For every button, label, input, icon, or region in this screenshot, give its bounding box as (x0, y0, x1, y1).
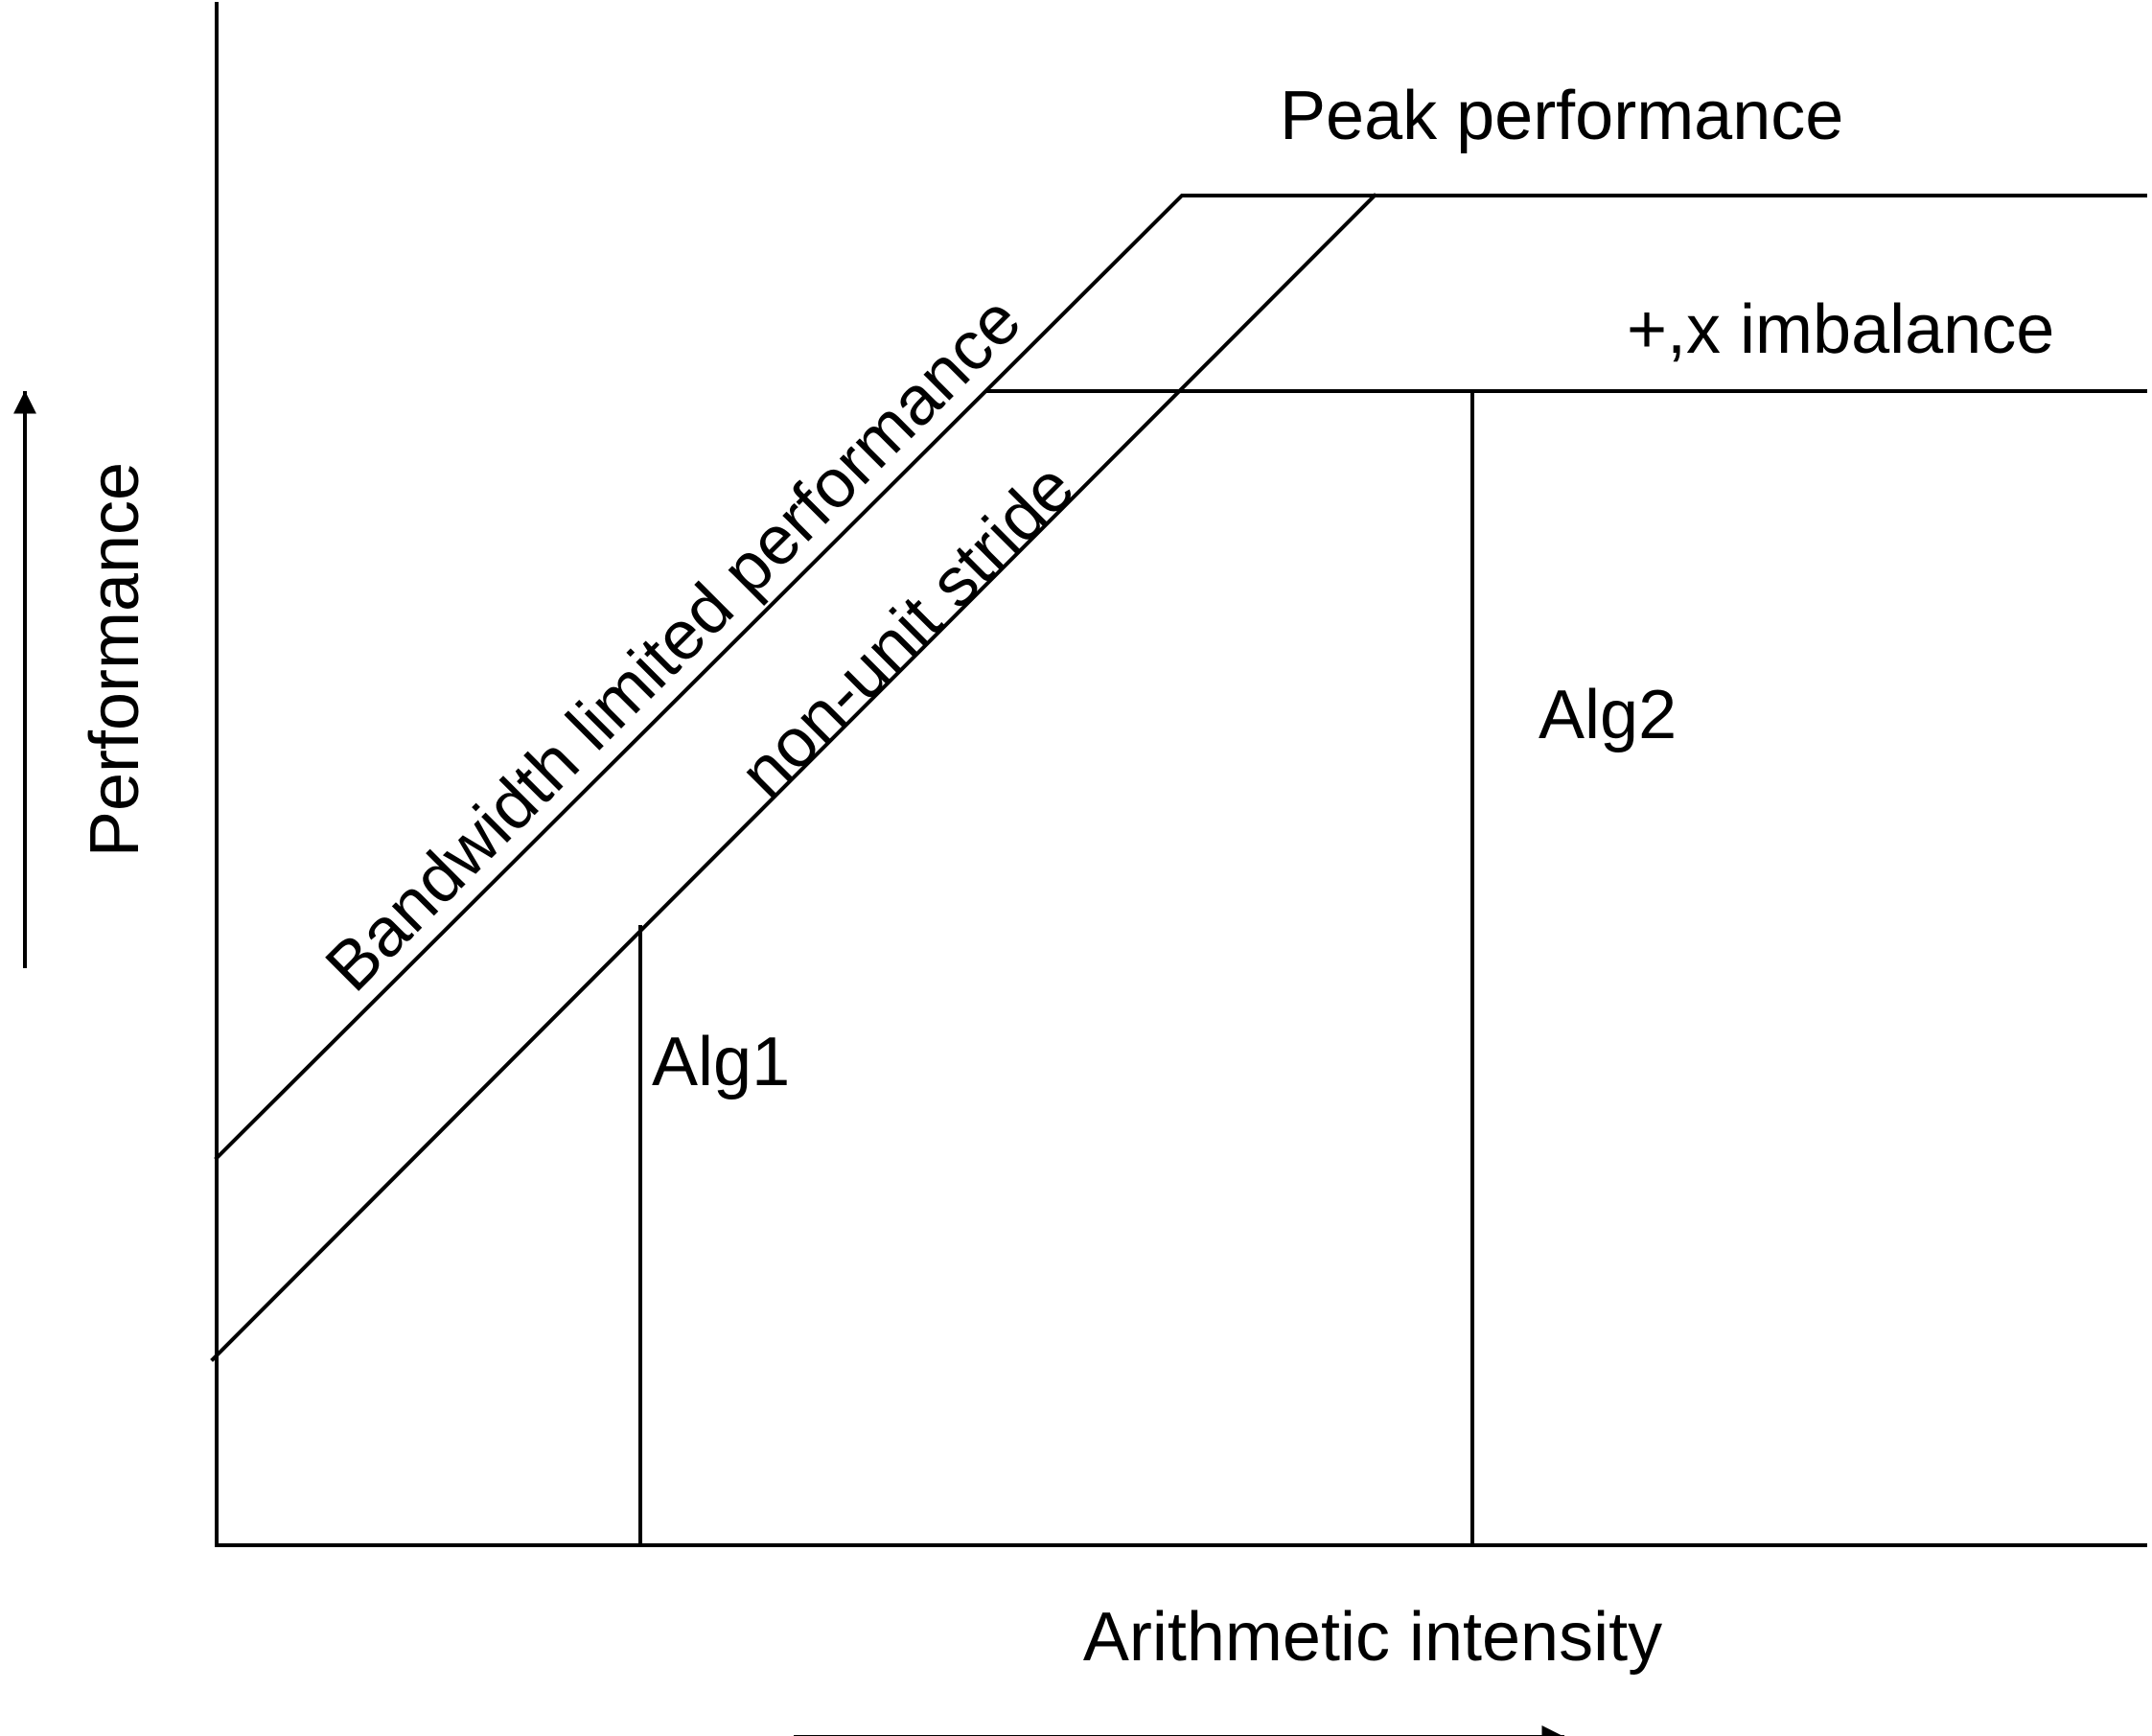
alg1-label: Alg1 (652, 1024, 790, 1100)
y-axis-label: Performance (77, 462, 153, 857)
imbalance-label: +,x imbalance (1627, 291, 2054, 368)
x-axis-label: Arithmetic intensity (1083, 1599, 1662, 1676)
peak-performance-label: Peak performance (1280, 78, 1843, 154)
alg2-label: Alg2 (1539, 677, 1677, 753)
bandwidth-roof-line (214, 194, 2147, 1161)
